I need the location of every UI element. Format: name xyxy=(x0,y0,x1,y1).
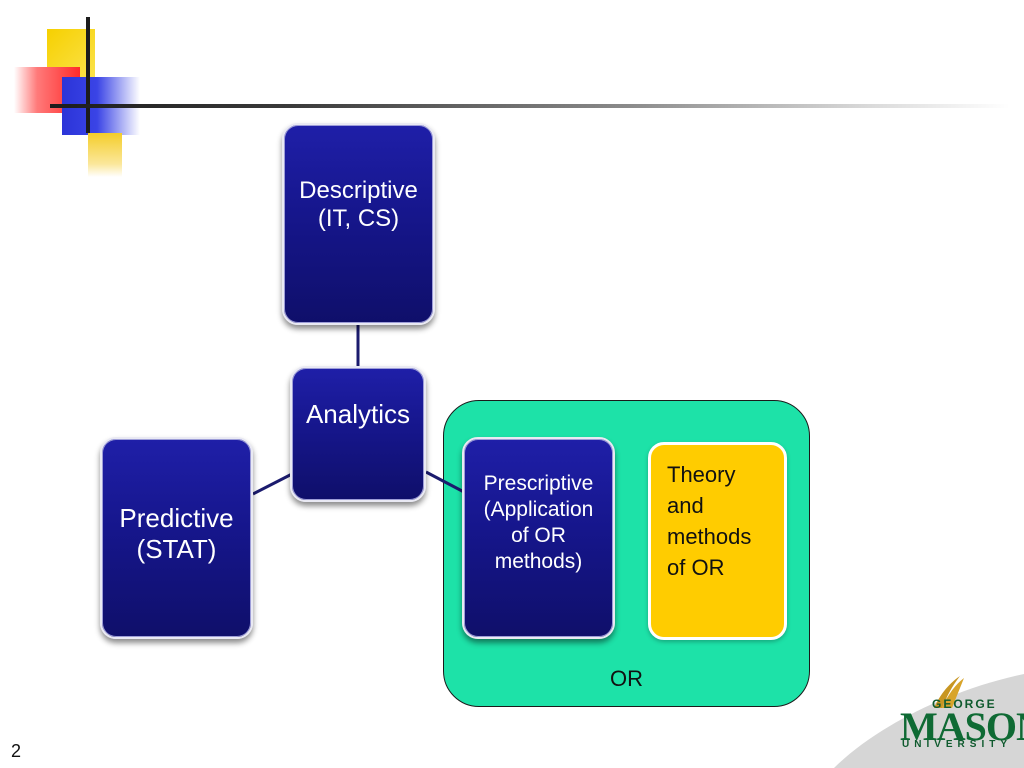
page-number: 2 xyxy=(11,741,22,761)
node-theory-methods: Theory and methods of OR xyxy=(648,442,787,640)
node-descriptive-label: Descriptive (IT, CS) xyxy=(299,177,418,232)
node-analytics: Analytics xyxy=(290,366,426,502)
logo-mason-text: MASON xyxy=(900,704,1024,749)
decorative-horizontal-rule xyxy=(50,104,1010,108)
connector-analytics-predictive xyxy=(252,472,293,496)
logo-george-text: GEORGE xyxy=(932,697,997,711)
decorative-yellow-square-bottom xyxy=(88,133,122,177)
node-descriptive: Descriptive (IT, CS) xyxy=(282,123,435,325)
decorative-vertical-line xyxy=(86,17,90,133)
logo-swoosh-icon xyxy=(834,674,1024,768)
node-predictive: Predictive (STAT) xyxy=(100,437,253,639)
or-group-label: OR xyxy=(610,666,643,691)
logo-university-text: UNIVERSITY xyxy=(902,739,1013,750)
node-predictive-label: Predictive (STAT) xyxy=(119,503,234,564)
node-prescriptive: Prescriptive (Application of OR methods) xyxy=(462,437,615,639)
node-analytics-label: Analytics xyxy=(305,399,411,429)
connector-analytics-prescriptive xyxy=(425,470,465,494)
node-prescriptive-label: Prescriptive (Application of OR methods) xyxy=(483,472,594,573)
